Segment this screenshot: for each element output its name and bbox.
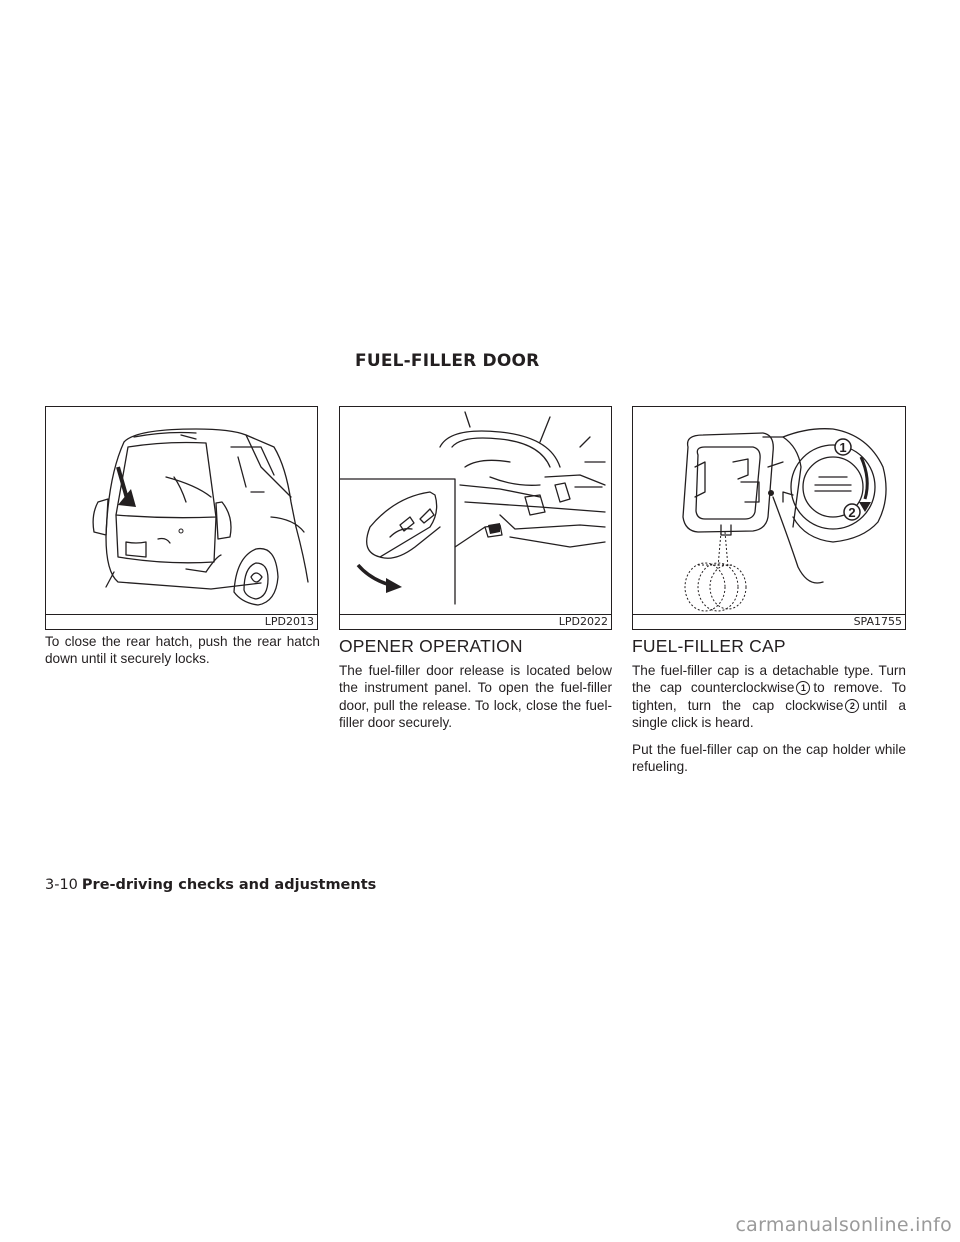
figure-fuel-filler-cap: 1 2 SPA1755	[632, 406, 906, 630]
figure-code: LPD2013	[264, 615, 314, 628]
column-fuel-filler-cap: FUEL-FILLER CAP The fuel-filler cap is a…	[632, 633, 906, 785]
body-paragraph: Put the fuel-filler cap on the cap holde…	[632, 742, 906, 775]
text-run: The fuel-filler cap is a detachable type…	[632, 663, 906, 696]
column-opener-operation: OPENER OPERATION The fuel-filler door re…	[339, 633, 612, 741]
fuel-cap-illustration: 1 2	[682, 428, 887, 612]
text-run: until a single click is heard.	[632, 697, 906, 730]
callout-2: 2	[843, 503, 861, 521]
subsection-heading: FUEL-FILLER CAP	[632, 636, 786, 656]
watermark: carmanualsonline.info	[735, 1214, 952, 1236]
body-paragraph: The fuel-filler cap is a detachable type…	[632, 662, 906, 731]
body-paragraph: The fuel-filler door release is located …	[339, 663, 612, 730]
release-lever-illustration	[340, 411, 606, 605]
column-rear-hatch: To close the rear hatch, push the rear h…	[45, 633, 320, 677]
callout-label: 1	[839, 440, 846, 455]
figure-code: SPA1755	[853, 615, 902, 628]
section-title: FUEL-FILLER DOOR	[355, 351, 540, 371]
body-paragraph: To close the rear hatch, push the rear h…	[45, 634, 320, 667]
figure-release-lever: LPD2022	[339, 406, 612, 630]
text-run: to remove. To tighten, turn the cap cloc…	[632, 680, 907, 713]
subsection-heading: OPENER OPERATION	[339, 636, 523, 656]
page-number: 3-10	[45, 877, 78, 893]
callout-label: 2	[848, 505, 855, 520]
callout-ref-2: 2	[845, 698, 860, 713]
rear-hatch-illustration	[92, 428, 309, 606]
chapter-title: Pre-driving checks and adjustments	[81, 877, 377, 893]
callout-1: 1	[834, 438, 852, 456]
callout-ref-1: 1	[796, 681, 811, 696]
figure-rear-hatch: LPD2013	[45, 406, 318, 630]
figure-code: LPD2022	[558, 615, 608, 628]
